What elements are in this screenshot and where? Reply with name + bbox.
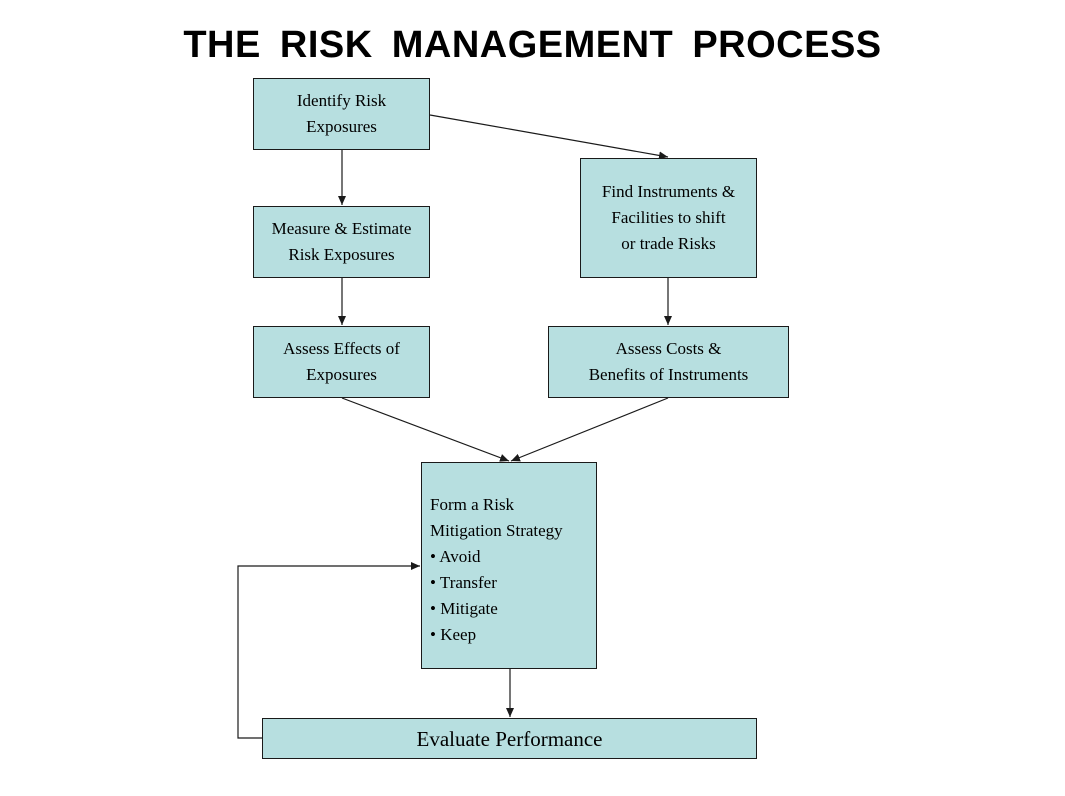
strategy-bullet: • Avoid	[430, 546, 481, 566]
strategy-bullet: • Transfer	[430, 572, 497, 592]
node-text-line: Benefits of Instruments	[588, 365, 749, 384]
node-text-line: or trade Risks	[621, 234, 716, 253]
node-measure-estimate-risk-exposures: Measure & Estimate Risk Exposures	[253, 206, 430, 278]
node-text-line: Risk Exposures	[288, 245, 395, 264]
node-find-instruments: Find Instruments & Facilities to shift o…	[580, 158, 757, 278]
node-text-line: Mitigation Strategy	[430, 520, 563, 540]
arrow-assess-costs-to-strategy	[510, 397, 669, 462]
node-form-risk-mitigation-strategy: Form a Risk Mitigation Strategy • Avoid …	[421, 462, 597, 669]
arrow-assess-effects-to-strategy	[341, 397, 510, 462]
arrow-evaluate-feedback-to-strategy	[237, 562, 420, 739]
node-text-line: Form a Risk	[430, 494, 515, 514]
strategy-bullet-text: Keep	[440, 624, 477, 644]
node-assess-costs-benefits: Assess Costs & Benefits of Instruments	[548, 326, 789, 398]
node-text-line: Facilities to shift	[611, 208, 726, 227]
node-text-line: Exposures	[306, 365, 377, 384]
node-text-line: Measure & Estimate	[271, 219, 412, 238]
arrow-identify-to-find	[429, 114, 669, 160]
node-text-line: Assess Effects of	[283, 339, 400, 358]
strategy-bullet-text: Mitigate	[440, 598, 498, 618]
page-title: THE RISK MANAGEMENT PROCESS	[183, 24, 882, 66]
strategy-bullet-text: Transfer	[439, 572, 497, 592]
node-text-line: Exposures	[306, 117, 377, 136]
strategy-bullet: • Keep	[430, 624, 477, 644]
node-evaluate-performance: Evaluate Performance	[262, 718, 757, 759]
node-text-line: Assess Costs &	[615, 339, 722, 358]
node-text-line: Identify Risk	[296, 91, 387, 110]
strategy-bullet: • Mitigate	[430, 598, 498, 618]
node-text-line: Find Instruments &	[601, 182, 736, 201]
node-assess-effects-of-exposures: Assess Effects of Exposures	[253, 326, 430, 398]
strategy-bullet-text: Avoid	[439, 546, 481, 566]
node-identify-risk-exposures: Identify Risk Exposures	[253, 78, 430, 150]
node-text-line: Evaluate Performance	[416, 726, 603, 751]
